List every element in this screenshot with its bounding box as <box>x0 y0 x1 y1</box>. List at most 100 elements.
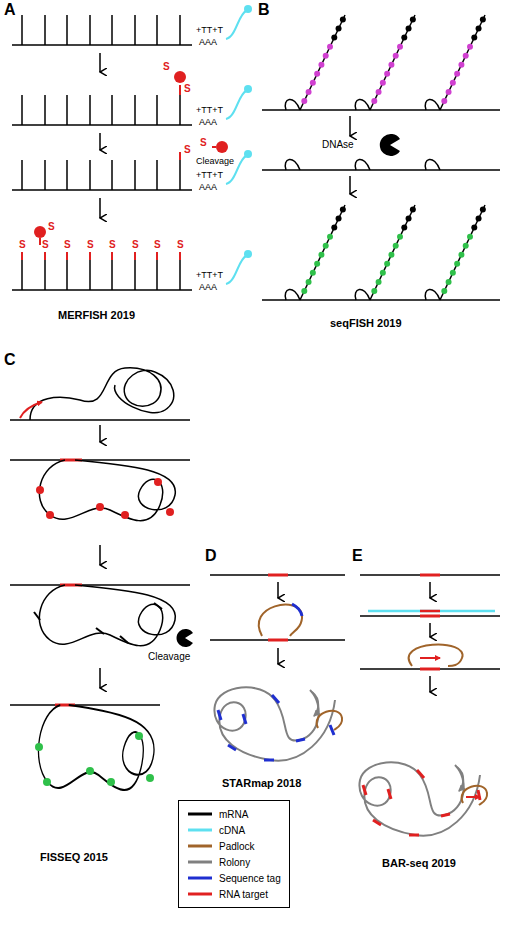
readout-dot <box>480 207 486 213</box>
readout-dot <box>441 288 447 294</box>
readout-dot <box>471 225 477 231</box>
readout-dot <box>480 17 486 23</box>
readout-dot <box>406 26 412 32</box>
panel-title: FISSEQ 2015 <box>40 852 108 863</box>
annotation: S <box>87 240 94 250</box>
annotation: Cleavage <box>148 652 190 662</box>
probe-arm <box>66 95 68 125</box>
readout-dot <box>410 17 416 23</box>
readout-dot <box>471 35 477 41</box>
swatch-line <box>188 845 212 848</box>
readout-dot <box>327 44 333 50</box>
annotation: S <box>184 84 191 94</box>
readout-dot <box>393 53 399 59</box>
readout-dot <box>458 252 464 258</box>
thiol-stem <box>179 252 181 260</box>
readout-dot <box>380 270 386 276</box>
baseline <box>262 109 500 111</box>
legend-row: Padlock <box>187 838 281 854</box>
annotation: DNAse <box>322 140 354 150</box>
thiol-stem <box>44 252 46 260</box>
legend-swatch <box>187 825 213 835</box>
readout-dot <box>314 261 320 267</box>
annotation: S <box>154 240 161 250</box>
panel-letter: C <box>4 352 16 368</box>
swatch-line <box>188 877 212 880</box>
readout-dot <box>376 89 382 95</box>
readout-dot <box>323 53 329 59</box>
annotation: S <box>48 222 55 232</box>
readout-dot <box>450 80 456 86</box>
hook <box>285 159 300 170</box>
annotation: S <box>19 240 26 250</box>
legend-text: mRNA <box>219 809 248 820</box>
probe-arm <box>156 95 158 125</box>
annotation: S <box>64 240 71 250</box>
readout-dot <box>406 216 412 222</box>
readout-dot <box>476 26 482 32</box>
baseline <box>262 299 500 301</box>
hook <box>425 159 440 170</box>
amplifier-strand <box>370 15 415 110</box>
readout-dot <box>376 279 382 285</box>
annotation: S <box>109 240 116 250</box>
readout-dot <box>397 234 403 240</box>
thiol-stem <box>111 252 113 260</box>
annotation: +TT+T <box>196 271 223 280</box>
legend-swatch <box>187 889 213 899</box>
readout-dot <box>310 270 316 276</box>
readout-dot <box>327 234 333 240</box>
readout-dot <box>314 71 320 77</box>
polyA-tail <box>226 11 246 39</box>
probe-arm <box>156 15 158 45</box>
readout-dot <box>401 225 407 231</box>
baseline <box>262 169 500 171</box>
probe-arm <box>179 160 181 190</box>
probe-arm <box>44 260 46 290</box>
hook <box>355 289 370 300</box>
annotation: AAA <box>199 118 217 127</box>
annotation: S <box>177 240 184 250</box>
probe-arm <box>179 95 181 125</box>
legend-text: Padlock <box>219 841 255 852</box>
legend-row: RNA target <box>187 886 281 902</box>
readout-dot <box>388 252 394 258</box>
probe-arm <box>66 160 68 190</box>
probe-backbone <box>12 124 192 126</box>
thiol-stem <box>89 252 91 260</box>
probe-arm <box>21 260 23 290</box>
readout-dot <box>371 288 377 294</box>
amplifier-strand <box>440 205 485 300</box>
readout-dot <box>318 62 324 68</box>
readout-dot <box>476 216 482 222</box>
annotation: +TT+T <box>196 106 223 115</box>
legend-row: Sequence tag <box>187 870 281 886</box>
readout-dot <box>467 44 473 50</box>
annotation: +TT+T <box>196 26 223 35</box>
probe-arm <box>89 95 91 125</box>
hook <box>355 159 370 170</box>
legend-swatch <box>187 857 213 867</box>
probe-arm <box>44 15 46 45</box>
polyA-tail <box>226 91 246 119</box>
readout-dot <box>467 234 473 240</box>
readout-dot <box>454 71 460 77</box>
dye-dot <box>244 250 252 258</box>
readout-dot <box>306 279 312 285</box>
amplifier-strand <box>300 15 345 110</box>
hook <box>425 289 440 300</box>
annotation: S <box>163 62 170 72</box>
legend-text: Rolony <box>219 857 250 868</box>
panel-title: BAR-seq 2019 <box>382 858 456 869</box>
legend-text: cDNA <box>219 825 245 836</box>
legend-box: mRNA cDNA PadlockRolonySequence tagRNA tar… <box>178 800 290 908</box>
readout-dot <box>388 62 394 68</box>
readout-dot <box>340 207 346 213</box>
probe-arm <box>134 95 136 125</box>
legend-swatch <box>187 873 213 883</box>
panel-letter: B <box>258 2 270 18</box>
probe-arm <box>89 160 91 190</box>
panel-letter: A <box>4 2 16 18</box>
probe-arm <box>111 260 113 290</box>
barseq-panel <box>359 575 500 836</box>
